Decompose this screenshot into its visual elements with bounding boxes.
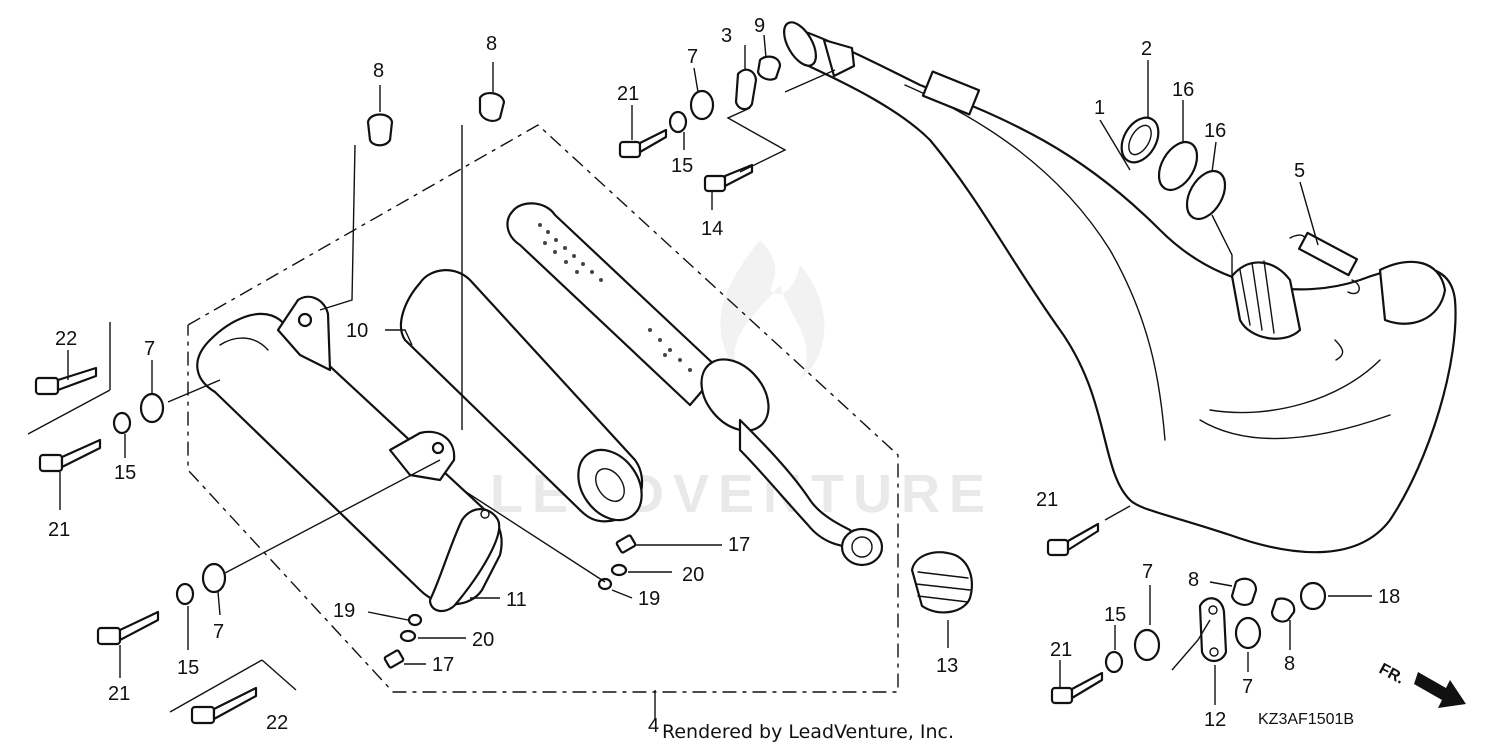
callout-19a: 19 [638,588,660,610]
callout-22b: 22 [266,712,288,734]
bolt-14 [703,163,754,193]
callout-19b: 19 [333,600,355,622]
grommet [910,551,973,614]
front-direction-indicator: FR. [1376,661,1466,708]
callout-22a: 22 [55,328,77,350]
bolt-17b [383,649,405,669]
callout-21d: 21 [1036,489,1058,511]
bolt-22a [34,366,98,396]
callout-7e: 7 [1242,676,1253,698]
o-ring-16b [1185,170,1227,220]
callout-3: 3 [721,25,732,47]
spring [1289,231,1360,295]
callout-15d: 15 [1104,604,1126,626]
callout-15b: 15 [177,657,199,679]
o-ring-16a [1157,141,1199,191]
callout-20a: 20 [682,564,704,586]
callouts: 1 2 3 4 5 7 7 7 7 7 8 8 8 8 9 10 11 12 1… [48,15,1400,737]
callout-8a: 8 [373,60,384,82]
callout-16b: 16 [1204,120,1226,142]
callout-21e: 21 [1050,639,1072,661]
callout-2: 2 [1141,38,1152,60]
callout-21c: 21 [617,83,639,105]
callout-17a: 17 [728,534,750,556]
exhaust-pipe [783,21,1457,554]
callout-8d: 8 [1284,653,1295,675]
render-credit: Rendered by LeadVenture, Inc. [662,721,954,743]
callout-13: 13 [936,655,958,677]
bolt-21d [1046,522,1100,557]
callout-7a: 7 [144,338,155,360]
diagram-code: KZ3AF1501B [1258,711,1354,728]
callout-15c: 15 [671,155,693,177]
front-arrow-icon [1414,672,1466,708]
bolt-22b [190,686,258,725]
callout-12: 12 [1204,709,1226,731]
bolt-21b [96,610,160,646]
leader-lines [27,34,1372,720]
front-direction-label: FR. [1376,661,1407,688]
callout-16a: 16 [1172,79,1194,101]
callout-9: 9 [754,15,765,37]
callout-7b: 7 [213,621,224,643]
bolt-21e [1050,671,1104,705]
callout-21a: 21 [48,519,70,541]
bolt-17a [615,534,637,554]
callout-17b: 17 [432,654,454,676]
perforation-pattern [538,223,692,372]
gasket-2 [1120,116,1160,164]
bolt-21c [618,128,668,159]
callout-8c: 8 [1188,569,1199,591]
callout-1: 1 [1094,97,1105,119]
inner-pipe [506,202,884,567]
callout-14: 14 [701,218,723,240]
muffler-band [428,508,501,613]
callout-10: 10 [346,320,368,342]
callout-15a: 15 [114,462,136,484]
callout-4: 4 [648,715,659,737]
callout-20b: 20 [472,629,494,651]
bolt-21a [38,438,102,473]
watermark-flame-icon [720,240,825,380]
muffler-body [196,295,503,606]
hardware [34,55,1327,725]
callout-7d: 7 [1142,561,1153,583]
callout-18: 18 [1378,586,1400,608]
callout-8b: 8 [486,33,497,55]
muffler-assembly-outline [187,124,899,693]
callout-5: 5 [1294,160,1305,182]
callout-7c: 7 [687,46,698,68]
callout-21b: 21 [108,683,130,705]
callout-11: 11 [506,589,527,611]
